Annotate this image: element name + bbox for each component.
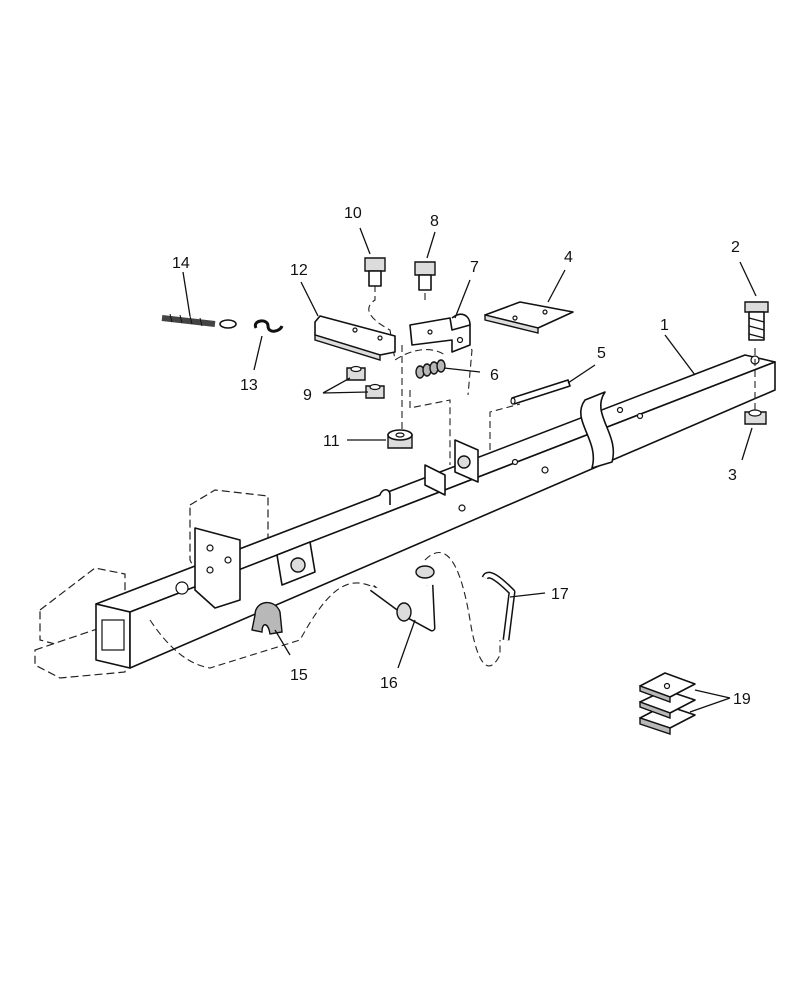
nut-part-9 [346, 365, 385, 399]
callout-7: 7 [470, 259, 479, 276]
latch-part-7 [409, 313, 471, 353]
callout-11: 11 [323, 433, 340, 450]
rope-part-14 [161, 313, 237, 329]
bolt-part-8 [414, 261, 436, 291]
clamp-part-15 [251, 601, 283, 635]
callout-10: 10 [344, 205, 362, 222]
callout-5: 5 [597, 345, 606, 362]
callout-9: 9 [303, 387, 312, 404]
plate-part-4 [484, 301, 574, 334]
shim-stack-part-19 [639, 672, 696, 735]
hook-part-17 [481, 571, 516, 641]
callout-13: 13 [240, 377, 258, 394]
main-beam-part [95, 354, 776, 669]
bolt-part-10 [364, 257, 386, 287]
callout-4: 4 [564, 249, 573, 266]
pin-part-5 [510, 379, 571, 405]
leader-lines [182, 227, 757, 713]
handle-part-16 [369, 565, 436, 632]
callout-17: 17 [551, 586, 569, 603]
nut-part-3 [744, 409, 767, 425]
spring-part-6 [415, 359, 446, 379]
callout-3: 3 [728, 467, 737, 484]
callout-labels: 1 2 3 4 5 6 7 8 9 10 11 12 13 14 15 16 1… [172, 205, 751, 708]
callout-16: 16 [380, 675, 398, 692]
callout-1: 1 [660, 317, 669, 334]
bolt-part-2 [744, 301, 769, 341]
callout-14: 14 [172, 255, 190, 272]
callout-6: 6 [490, 367, 499, 384]
callout-2: 2 [731, 239, 740, 256]
s-hook-part-13 [253, 319, 284, 333]
callout-15: 15 [290, 667, 308, 684]
callout-8: 8 [430, 213, 439, 230]
spacer-part-11 [387, 429, 413, 449]
callout-19: 19 [733, 691, 751, 708]
strap-part-12 [314, 315, 396, 361]
callout-12: 12 [290, 262, 308, 279]
